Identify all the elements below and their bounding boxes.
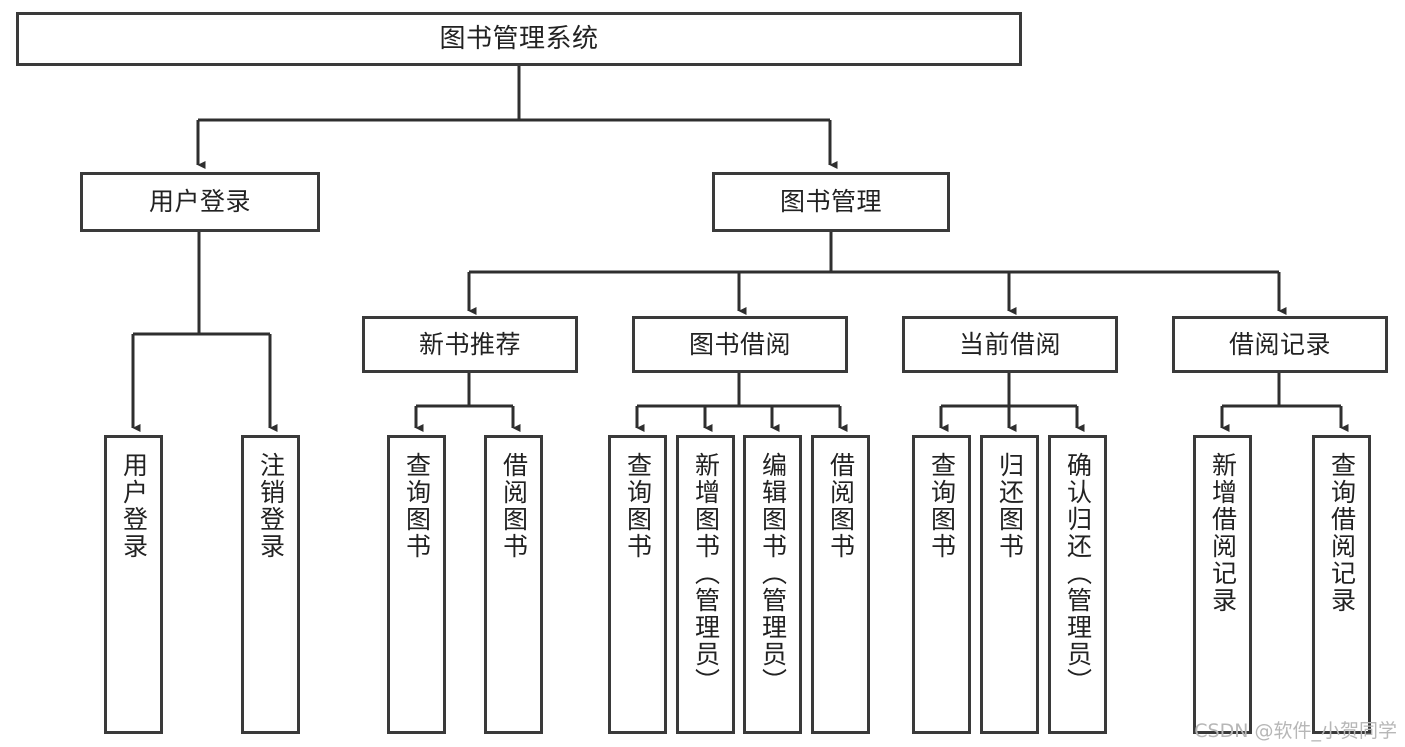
watermark: CSDN @软件_小贺同学 <box>1194 720 1397 742</box>
node-leaf-user-login[interactable]: 用户登录 <box>104 435 163 734</box>
node-label: 编辑图书（管理员） <box>758 452 788 695</box>
node-leaf-borrow-book-1[interactable]: 借阅图书 <box>484 435 543 734</box>
node-label: 注销登录 <box>256 452 286 560</box>
node-label: 用户登录 <box>148 187 251 217</box>
node-label: 查询图书 <box>623 452 653 560</box>
node-label: 借阅图书 <box>499 452 529 560</box>
node-book-borrow[interactable]: 图书借阅 <box>632 316 848 373</box>
node-label: 新增借阅记录 <box>1208 452 1238 614</box>
node-leaf-logout-login[interactable]: 注销登录 <box>241 435 300 734</box>
node-label: 图书借阅 <box>688 329 791 359</box>
node-leaf-query-book-2[interactable]: 查询图书 <box>608 435 667 734</box>
node-borrow-record[interactable]: 借阅记录 <box>1172 316 1388 373</box>
node-leaf-borrow-book-2[interactable]: 借阅图书 <box>811 435 870 734</box>
node-leaf-add-record[interactable]: 新增借阅记录 <box>1193 435 1252 734</box>
node-label: 查询图书 <box>402 452 432 560</box>
node-book-manage[interactable]: 图书管理 <box>712 172 950 232</box>
node-leaf-query-record[interactable]: 查询借阅记录 <box>1312 435 1371 734</box>
node-new-book-recommend[interactable]: 新书推荐 <box>362 316 578 373</box>
node-label: 当前借阅 <box>958 329 1061 359</box>
node-label: 归还图书 <box>995 452 1025 560</box>
node-leaf-confirm-return[interactable]: 确认归还（管理员） <box>1048 435 1107 734</box>
node-label: 确认归还（管理员） <box>1063 452 1093 695</box>
node-leaf-return-book[interactable]: 归还图书 <box>980 435 1039 734</box>
node-label: 新增图书（管理员） <box>691 452 721 695</box>
node-label: 新书推荐 <box>418 329 521 359</box>
node-label: 借阅图书 <box>826 452 856 560</box>
node-user-login[interactable]: 用户登录 <box>80 172 320 232</box>
node-label: 借阅记录 <box>1228 329 1331 359</box>
node-label: 用户登录 <box>119 452 149 560</box>
node-current-borrow[interactable]: 当前借阅 <box>902 316 1118 373</box>
node-label: 查询图书 <box>927 452 957 560</box>
node-label: 查询借阅记录 <box>1327 452 1357 614</box>
node-leaf-query-book-1[interactable]: 查询图书 <box>387 435 446 734</box>
node-label: 图书管理 <box>779 187 882 217</box>
node-leaf-query-book-3[interactable]: 查询图书 <box>912 435 971 734</box>
node-root-system[interactable]: 图书管理系统 <box>16 12 1022 66</box>
node-label: 图书管理系统 <box>439 23 599 54</box>
node-leaf-add-book[interactable]: 新增图书（管理员） <box>676 435 735 734</box>
node-leaf-edit-book[interactable]: 编辑图书（管理员） <box>743 435 802 734</box>
